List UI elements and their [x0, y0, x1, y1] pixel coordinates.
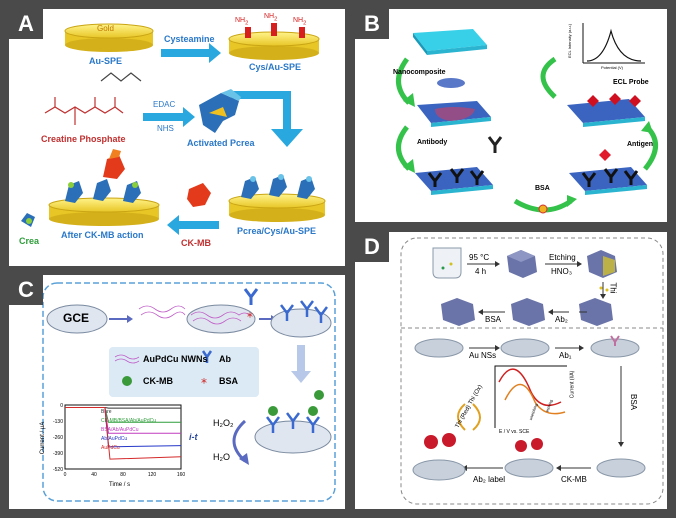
legend-ab: Ab: [219, 354, 231, 364]
gce-label: GCE: [63, 311, 90, 325]
panel-c: C *: [9, 275, 345, 509]
creatine-phosphate-structure: [44, 97, 124, 125]
x-tick-label: 120: [148, 472, 157, 478]
legend-entry: CK-MB/BSA/Ab/AuPdCu: [101, 418, 156, 424]
arrow-down: [231, 91, 303, 147]
panel-a: A: [9, 9, 345, 266]
y-tick-label: -260: [53, 435, 63, 441]
svg-text:*: *: [247, 310, 253, 324]
ecl-ylabel: ECL Intensity (a.u.): [567, 23, 573, 59]
bsa-side-label: BSA: [629, 393, 639, 411]
ab1-label: Ab₁: [559, 351, 572, 360]
activated-pcrea-label: Activated Pcrea: [187, 138, 255, 148]
after-ckmb-disk: [48, 149, 160, 226]
nh2-label-3: NH2: [293, 17, 307, 27]
panel-b-label: B: [355, 9, 389, 39]
ckmb-label: CK-MB: [181, 238, 211, 248]
thi-label: Thi: [608, 282, 618, 294]
y-tick-label: 0: [60, 403, 63, 409]
panel-c-label: C: [9, 275, 43, 305]
etching-label: Etching: [549, 253, 576, 262]
ckmb-icon: [187, 183, 211, 207]
temp-label: 95 °C: [469, 253, 490, 262]
crea-icon: [21, 213, 35, 227]
x-tick-label: 80: [120, 472, 126, 478]
x-tick-label: 40: [91, 472, 97, 478]
y-tick-label: -520: [53, 467, 63, 473]
pcrea-cys-au-spe-disk: [228, 174, 326, 222]
current-label: Current (I/A): [569, 370, 576, 399]
cys-au-spe-label: Cys/Au-SPE: [249, 62, 302, 72]
panel-a-graphics: [21, 23, 326, 235]
legend-nwns: AuPdCu NWNs: [143, 354, 208, 364]
crea-label: Crea: [19, 236, 40, 246]
panel-d-label: D: [355, 232, 389, 262]
svg-text:*: *: [201, 376, 207, 390]
nanocomposite-label: Nanocomposite: [393, 69, 446, 76]
chart-ylabel: Current / μA: [40, 421, 47, 455]
h2o-label: H₂O: [213, 452, 230, 462]
ecl-probe-label: ECL Probe: [613, 79, 649, 86]
panel-d: D: [355, 232, 667, 509]
ab2-label: Ab₂: [555, 315, 568, 324]
x-tick-label: 0: [64, 472, 67, 478]
chart-xlabel: Time / s: [109, 482, 131, 488]
bsa-top-label: BSA: [485, 315, 502, 324]
panel-a-label: A: [9, 9, 43, 39]
nh2-label-2: NH2: [264, 13, 278, 23]
cv-plot: [494, 365, 567, 428]
au-spe-label: Au-SPE: [89, 56, 123, 66]
series-line: [65, 406, 182, 460]
au-nss-label: Au NSs: [469, 351, 497, 360]
pcrea-cys-au-spe-label: Pcrea/Cys/Au-SPE: [237, 226, 317, 236]
edac-label: EDAC: [153, 100, 176, 109]
y-tick-label: -390: [53, 451, 63, 457]
ckmb-label-d: CK-MB: [561, 475, 587, 484]
arrow-edac: [143, 107, 195, 127]
after-ckmb-label: After CK-MB action: [61, 230, 144, 240]
activated-pcrea-icon: [199, 89, 241, 133]
au-spe-disk: [64, 23, 154, 52]
legend-entry: BSA/Ab/AuPdCu: [101, 427, 139, 433]
y-tick-label: -130: [53, 419, 63, 425]
nh2-label-1: NH2: [235, 17, 249, 27]
legend-bsa: BSA: [219, 376, 239, 386]
gold-text: Gold: [97, 24, 114, 33]
panel-b: B: [355, 9, 667, 222]
potential-label: E / V vs. SCE: [499, 429, 530, 435]
cysteamine-label: Cysteamine: [164, 34, 215, 44]
arrow-ckmb: [167, 215, 219, 235]
creatine-phosphate-label: Creatine Phosphate: [41, 134, 126, 144]
antigen-label: Antigen: [627, 141, 654, 148]
hno3-label: HNO₃: [551, 267, 573, 276]
time-label: 4 h: [475, 267, 487, 276]
it-label: i-t: [189, 432, 198, 442]
ecl-mini-graph: [582, 23, 645, 64]
nhs-label: NHS: [157, 124, 174, 133]
x-tick-label: 160: [177, 472, 186, 478]
legend-ckmb: CK-MB: [143, 376, 173, 386]
antibody-label: Antibody: [417, 139, 448, 146]
bsa-label: BSA: [535, 185, 550, 192]
legend-entry: Ab/AuPdCu: [101, 436, 127, 442]
ab2-label-bottom: Ab₂ label: [473, 475, 506, 484]
ecl-xlabel: Potential (V): [601, 65, 624, 70]
panel-b-graphics: [396, 23, 658, 214]
arrow-cysteamine: [161, 43, 221, 63]
panel-d-graphics: [400, 237, 664, 505]
cys-au-spe-disk: [228, 23, 320, 60]
h2o2-label: H₂O₂: [213, 418, 234, 428]
legend-entry: AuPdCu: [101, 445, 120, 451]
